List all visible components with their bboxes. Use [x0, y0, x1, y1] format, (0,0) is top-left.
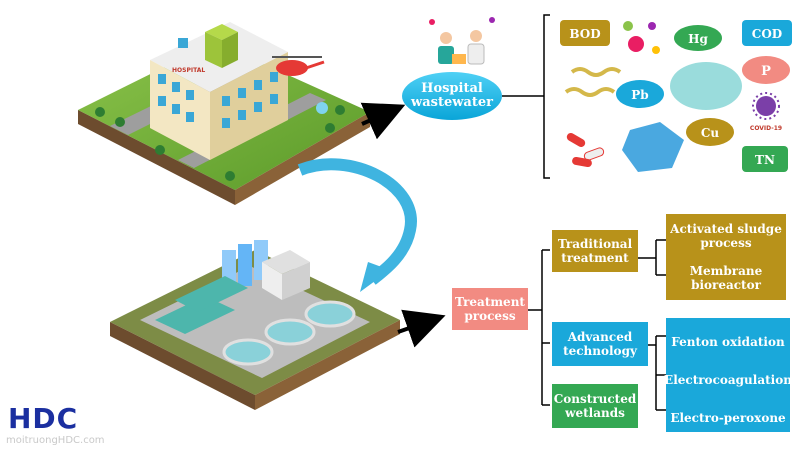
- coronavirus-icon: [752, 92, 780, 120]
- hospital-wastewater-node: [402, 72, 502, 120]
- bod-label: BOD: [569, 27, 600, 41]
- bacteria-icon: [564, 67, 622, 97]
- cod-badge: [742, 20, 792, 46]
- electrocoagulation-label: Electrocoagulation: [664, 373, 792, 387]
- pollutants-panel: BOD Hg COD Pb P COVID-19 Cu: [560, 20, 792, 172]
- constructed-wetlands-node: [552, 384, 638, 428]
- hdc-logo: HDC: [8, 402, 79, 435]
- traditional-treatment-node: [552, 230, 638, 272]
- helicopter-icon: [272, 56, 325, 76]
- electro-peroxone-label: Electro-peroxone: [670, 411, 786, 425]
- hg-badge: [674, 25, 722, 51]
- pb-label: Pb: [631, 88, 648, 102]
- electrocoagulation-node: [666, 356, 790, 394]
- covid-label: COVID-19: [750, 125, 782, 132]
- pills-icon: [566, 133, 605, 168]
- hg-label: Hg: [688, 32, 708, 46]
- cu-label: Cu: [701, 126, 720, 140]
- p-badge: [742, 56, 790, 84]
- cod-label: COD: [752, 27, 782, 41]
- fenton-oxidation-node: [666, 318, 790, 356]
- curved-flow-arrow: [297, 158, 417, 292]
- hospital-illustration: HOSPITAL: [78, 22, 370, 205]
- treatment-plant-illustration: [110, 240, 400, 410]
- hospital-sign: HOSPITAL: [172, 67, 205, 74]
- virus-icon: [623, 21, 660, 54]
- pollutants-bracket: [536, 14, 550, 179]
- microbe-cluster-icon: [670, 62, 742, 110]
- site-watermark: moitruongHDC.com: [6, 435, 105, 446]
- advanced-technology-node: [552, 322, 648, 366]
- fountain-icon: [316, 102, 328, 114]
- pb-badge: [616, 80, 664, 108]
- doctors-icon: [429, 17, 495, 65]
- cu-badge: [686, 118, 734, 146]
- bod-badge: [560, 20, 610, 46]
- arrow-to-treatment: [397, 309, 446, 348]
- activated-sludge-node: [666, 214, 786, 260]
- membrane-bioreactor-node: [666, 256, 786, 300]
- electro-peroxone-node: [666, 394, 790, 432]
- tn-label: TN: [755, 153, 775, 167]
- treatment-process-node: [452, 288, 528, 330]
- arrow-to-wastewater: [360, 102, 406, 140]
- p-label: P: [761, 64, 771, 79]
- tree-connectors: [528, 239, 666, 411]
- crystal-icon: [622, 122, 684, 172]
- tn-badge: [742, 146, 788, 172]
- fenton-oxidation-label: Fenton oxidation: [671, 335, 785, 349]
